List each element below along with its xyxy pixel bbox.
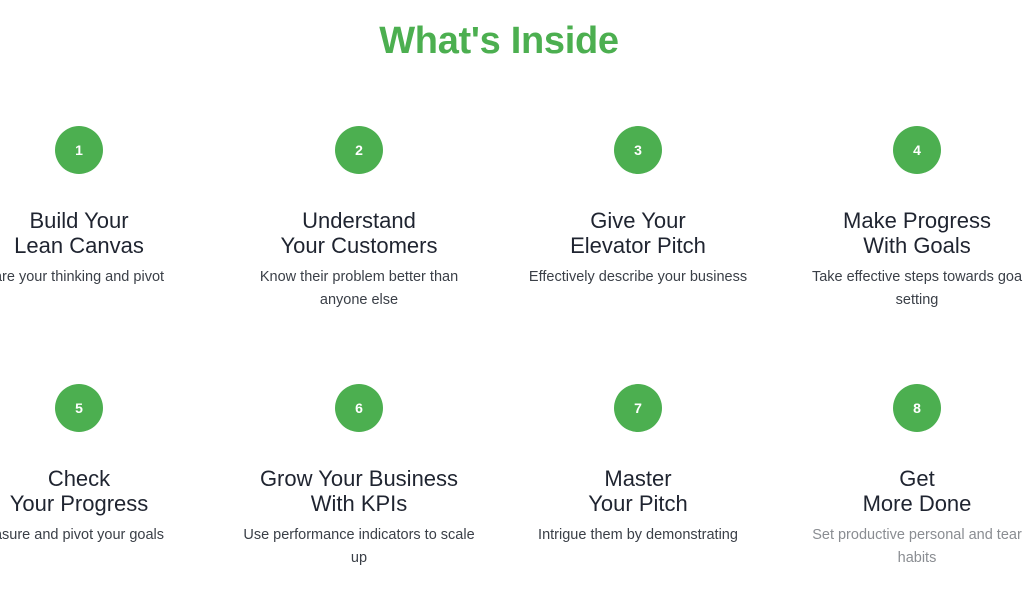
feature-description: asure and pivot your goals <box>0 527 165 543</box>
feature-description: are your thinking and pivot <box>0 269 165 285</box>
step-number-badge: 2 <box>335 126 383 174</box>
step-number-badge: 3 <box>614 126 662 174</box>
step-number-badge: 6 <box>335 384 383 432</box>
feature-title: Make Progress With Goals <box>843 208 991 258</box>
step-number-badge: 4 <box>893 126 941 174</box>
step-number-badge: 7 <box>614 384 662 432</box>
feature-description: Know their problem better than anyone el… <box>259 269 459 308</box>
step-number-badge: 8 <box>893 384 941 432</box>
feature-title: Check Your Progress <box>9 466 149 516</box>
page-title: What's Inside <box>379 20 619 62</box>
feature-description: Use performance indicators to scale up <box>243 527 475 566</box>
feature-description: Set productive personal and tear habits <box>812 527 1022 566</box>
feature-title: Give Your Elevator Pitch <box>570 208 706 258</box>
feature-title: Master Your Pitch <box>588 466 688 516</box>
step-number-badge: 1 <box>55 126 103 174</box>
feature-title: Grow Your Business With KPIs <box>259 466 459 516</box>
feature-description: Effectively describe your business <box>528 269 748 285</box>
feature-description: Take effective steps towards goa setting <box>811 269 1023 308</box>
feature-description: Intrigue them by demonstrating <box>538 527 738 543</box>
feature-title: Build Your Lean Canvas <box>14 208 144 258</box>
step-number-badge: 5 <box>55 384 103 432</box>
feature-title: Understand Your Customers <box>280 208 438 258</box>
feature-title: Get More Done <box>862 466 972 516</box>
